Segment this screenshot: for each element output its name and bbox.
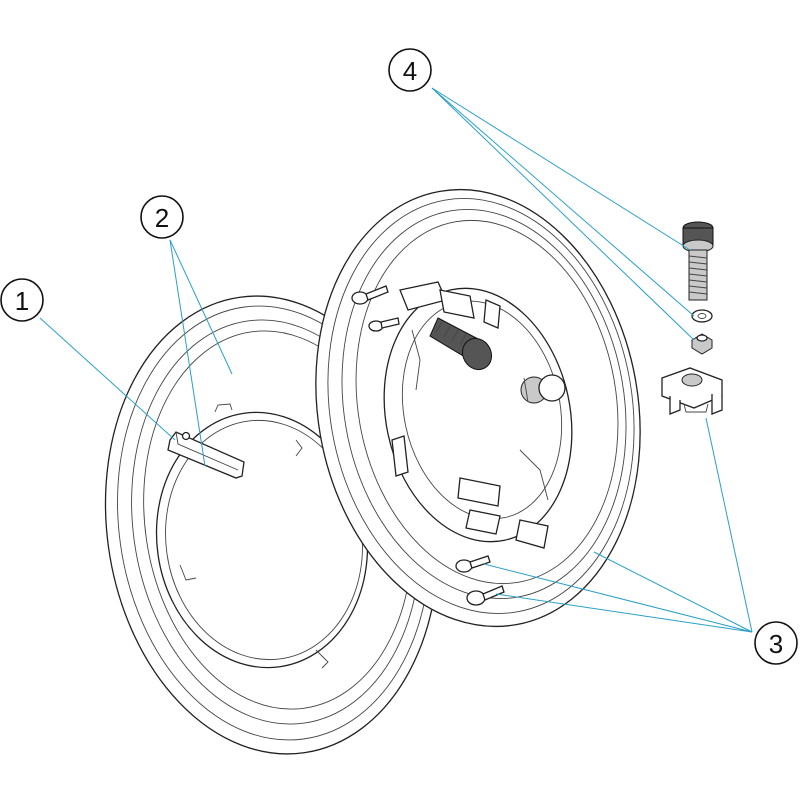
leader-4b (431, 87, 695, 317)
callout-2: 2 (140, 195, 184, 239)
callout-4: 4 (388, 48, 432, 92)
housing-screw-top-2 (368, 317, 400, 332)
washer (691, 309, 713, 323)
callout-2-label: 2 (155, 203, 169, 233)
housing-screw-bottom (455, 555, 491, 573)
leader-4a (431, 87, 691, 251)
internal-adjust-screw (429, 317, 493, 371)
lamp-housing (315, 188, 641, 628)
callout-3-label: 3 (769, 629, 783, 659)
leader-2a (169, 239, 206, 467)
callout-1: 1 (0, 278, 44, 322)
cage-nut (661, 367, 723, 415)
clip-part (167, 431, 245, 479)
housing-screw-top (351, 285, 389, 305)
callout-3: 3 (754, 621, 798, 665)
leader-lines (39, 87, 753, 633)
leader-3a (705, 417, 753, 633)
callout-1-label: 1 (15, 286, 29, 316)
leader-3d (495, 593, 753, 633)
housing-screw-bottom-2 (466, 585, 505, 606)
leader-2b (169, 239, 233, 375)
adjustment-screw (682, 221, 714, 301)
leader-1 (39, 317, 176, 441)
leader-4c (431, 87, 695, 341)
leader-3c (483, 563, 753, 633)
leader-3b (593, 551, 753, 633)
callout-4-label: 4 (403, 56, 417, 86)
small-nut (691, 333, 713, 355)
